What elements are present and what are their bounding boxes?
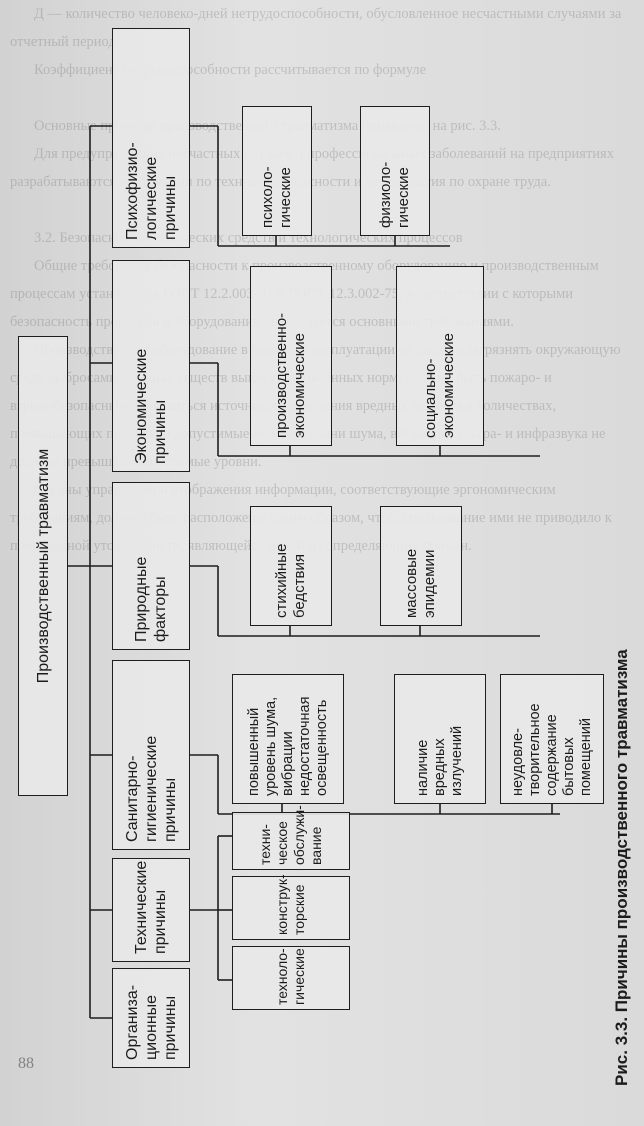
category-economic: Экономические причины xyxy=(112,260,190,472)
child-label: стихийные бедствия xyxy=(273,543,308,618)
child-label: психоло- гические xyxy=(259,166,294,228)
technical-child-maintenance: техни- ческое обслужи- вание xyxy=(232,805,350,870)
root-box: Производственный травматизм xyxy=(18,336,68,796)
economic-child-production: производственно- экономические xyxy=(250,266,332,446)
child-label: производственно- экономические xyxy=(273,312,308,438)
root-label: Производственный травматизм xyxy=(34,448,52,684)
child-label: неудовле- творительное содержание бытовы… xyxy=(509,703,594,796)
category-label: Технические причины xyxy=(133,860,169,954)
technical-child-design: конструк- торские xyxy=(232,874,350,940)
category-psychophysiological: Психофизио- логические причины xyxy=(112,28,190,248)
category-technical: Технические причины xyxy=(112,858,190,962)
child-label: техноло- гические xyxy=(274,948,307,1005)
sanitary-child-facilities: неудовле- творительное содержание бытовы… xyxy=(500,674,604,804)
psycho-child-psychological: психоло- гические xyxy=(242,106,312,236)
figure-caption: Рис. 3.3. Причины производственного трав… xyxy=(612,649,631,1086)
child-label: техни- ческое обслужи- вание xyxy=(257,805,324,865)
category-label: Организа- ционные причины xyxy=(123,984,179,1060)
category-label: Экономические причины xyxy=(133,348,169,464)
natural-child-epidemics: массовые эпидемии xyxy=(380,506,462,626)
economic-child-social: социально- экономические xyxy=(396,266,484,446)
sanitary-child-radiation: наличие вредных излучений xyxy=(394,674,486,804)
category-label: Природные факторы xyxy=(133,556,169,642)
child-label: массовые эпидемии xyxy=(403,548,438,618)
category-label: Санитарно- гигиенические причины xyxy=(123,735,179,842)
child-label: наличие вредных излучений xyxy=(414,725,465,796)
child-label: физиоло- гические xyxy=(377,161,412,228)
category-sanitary: Санитарно- гигиенические причины xyxy=(112,660,190,850)
child-label: конструк- торские xyxy=(274,874,307,935)
category-organizational: Организа- ционные причины xyxy=(112,968,190,1068)
natural-child-disasters: стихийные бедствия xyxy=(250,506,332,626)
technical-child-technological: техноло- гические xyxy=(232,946,350,1010)
category-label: Психофизио- логические причины xyxy=(123,142,179,240)
sanitary-child-noise: повышенный уровень шума, вибрации недост… xyxy=(232,674,344,804)
child-label: социально- экономические xyxy=(422,333,457,438)
psycho-child-physiological: физиоло- гические xyxy=(360,106,430,236)
child-label: повышенный уровень шума, вибрации недост… xyxy=(245,696,330,796)
category-natural: Природные факторы xyxy=(112,482,190,650)
page-number: 88 xyxy=(18,1055,34,1072)
